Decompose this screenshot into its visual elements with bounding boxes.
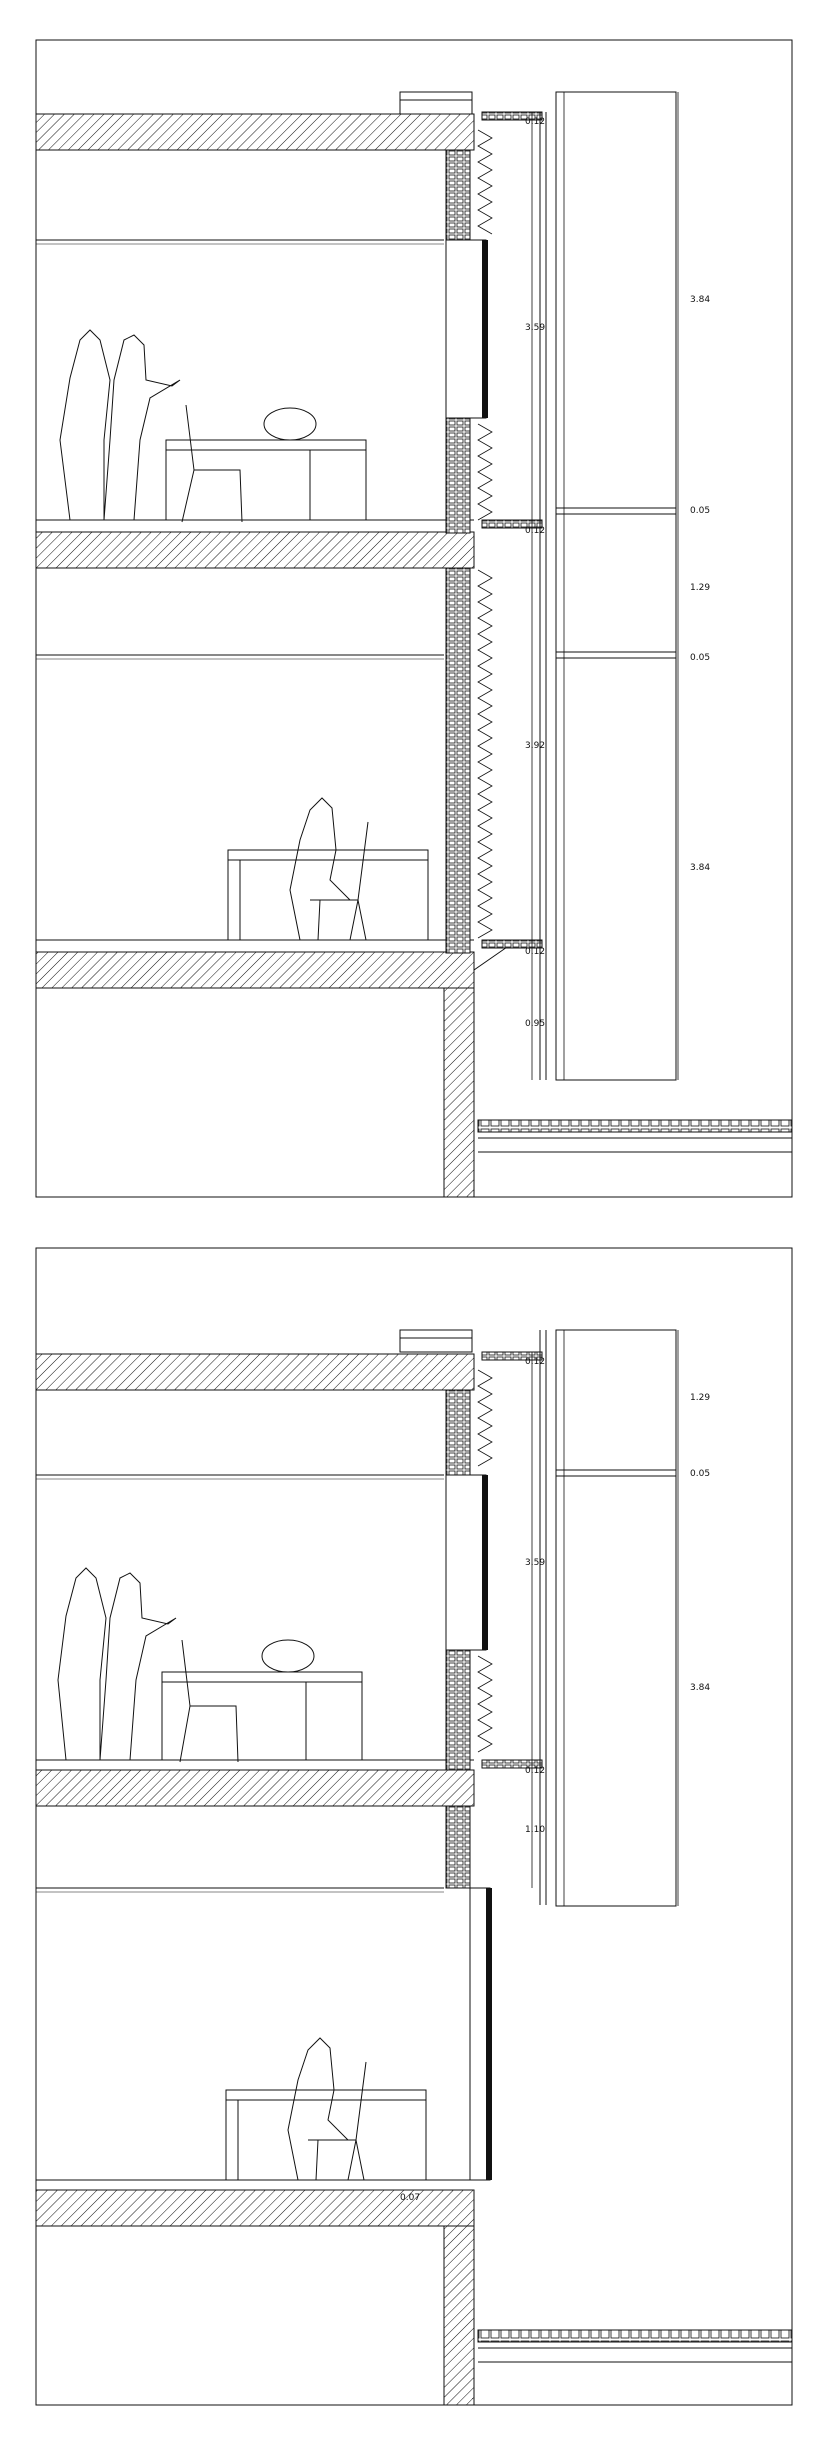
slab-lower-floor-2 [35, 2189, 475, 2227]
dim-upper-4: 3.92 [525, 741, 545, 751]
chair-lower-2-seat [308, 2139, 365, 2181]
slab-roof [35, 113, 475, 151]
chair-upper-1 [181, 404, 195, 523]
desk-upper-1 [165, 439, 367, 521]
dim-upper-6: 0.95 [525, 1019, 545, 1029]
glass-panel-upper [555, 91, 677, 1081]
bracket-2 [481, 519, 543, 529]
chair-upper-1-seat [194, 469, 243, 523]
desk-upper-2 [227, 849, 429, 941]
slab-floor-1 [35, 531, 475, 569]
chair-back-lower [261, 1639, 315, 1673]
chair-back-upper [263, 407, 317, 441]
dim-upper-5: 0.12 [525, 947, 545, 957]
frame-upper [35, 39, 793, 1198]
frame-lower [35, 1247, 793, 2406]
desk-lower-2 [225, 2089, 427, 2181]
lamellas-lower-1 [477, 1369, 493, 1467]
dim-upper-1: 0.12 [525, 117, 545, 127]
wall-below [443, 987, 475, 1198]
dim-lower-extra: 0.07 [400, 2193, 420, 2203]
dim-right-upper-5: 3.84 [690, 863, 710, 873]
dim-right-upper-3: 1.29 [690, 583, 710, 593]
window-lower-1 [445, 1474, 487, 1651]
roof-cap-lower [399, 1329, 473, 1353]
facade-brick-lower-1 [445, 1389, 471, 1476]
bracket-1 [481, 111, 543, 121]
chair-lower-1 [179, 1639, 191, 1763]
bracket-lower-2 [481, 1759, 543, 1769]
dim-right-upper-4: 0.05 [690, 653, 710, 663]
roof-cap [399, 91, 473, 115]
window-frame-upper [482, 240, 488, 418]
slab-lower-roof [35, 1353, 475, 1391]
dim-lower-4: 1.10 [525, 1825, 545, 1835]
facade-brick-1 [445, 149, 471, 241]
dim-right-lower-2: 0.05 [690, 1469, 710, 1479]
section-upper: 0.12 3.59 0.12 3.92 0.12 0.95 3.84 0.05 … [35, 39, 793, 1198]
wall-below-lower [443, 2225, 475, 2406]
lamellas-upper-2 [477, 423, 493, 521]
ground-strip-upper [477, 1119, 793, 1133]
dim-right-lower-3: 3.84 [690, 1683, 710, 1693]
glass-panel-lower [555, 1329, 677, 1907]
dim-upper-2: 3.59 [525, 323, 545, 333]
dim-right-upper-2: 0.05 [690, 506, 710, 516]
facade-brick-2 [445, 417, 471, 534]
dim-lower-1: 0.12 [525, 1357, 545, 1367]
lamellas-upper-1 [477, 129, 493, 235]
chair-lower-1-seat [190, 1705, 239, 1763]
dim-lower-2: 3.59 [525, 1558, 545, 1568]
person-standing-lower-1 [57, 1567, 107, 1761]
chair-lower-2 [347, 2061, 367, 2181]
dim-right-upper-1: 3.84 [690, 295, 710, 305]
facade-brick-lower-3 [445, 1805, 471, 1889]
section-lower: 0.12 3.59 0.12 1.10 0.07 1.29 0.05 3.84 [35, 1247, 793, 2406]
facade-brick-3 [445, 567, 471, 954]
dim-lower-3: 0.12 [525, 1766, 545, 1776]
person-standing-lower-2 [99, 1572, 177, 1761]
facade-brick-lower-2 [445, 1649, 471, 1771]
desk-lower-1 [161, 1671, 363, 1761]
person-standing-1 [59, 329, 111, 521]
dim-right-lower-1: 1.29 [690, 1393, 710, 1403]
chair-upper-2-seat [310, 899, 367, 941]
lamellas-lower-2 [477, 1655, 493, 1753]
chair-upper-2 [349, 821, 369, 941]
window-frame-lower-2 [486, 1888, 492, 2180]
wall-edge [473, 944, 511, 988]
bracket-lower-1 [481, 1351, 543, 1361]
person-seated-upper [289, 797, 352, 941]
window-frame-lower-1 [482, 1475, 488, 1650]
slab-floor-2 [35, 951, 475, 989]
window-upper [445, 239, 487, 419]
dim-upper-3: 0.12 [525, 526, 545, 536]
lamellas-upper-3 [477, 569, 493, 939]
person-seated-lower [287, 2037, 350, 2181]
bracket-3 [481, 939, 543, 949]
person-standing-2 [103, 334, 181, 521]
slab-lower-floor-1 [35, 1769, 475, 1807]
ground-strip-lower [477, 2329, 793, 2343]
